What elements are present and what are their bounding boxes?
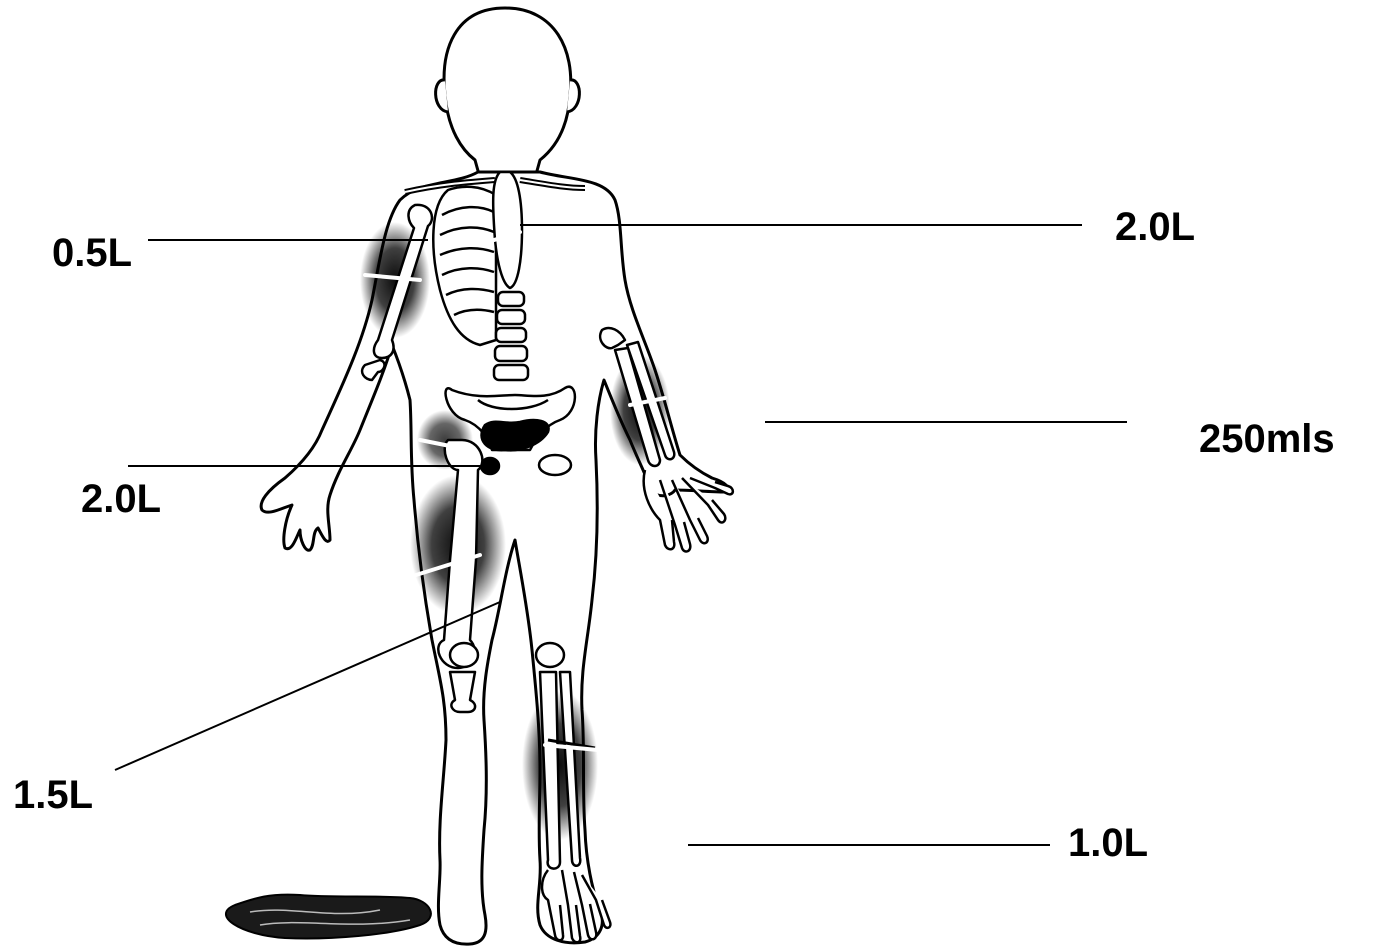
left-patella: [450, 643, 478, 667]
blood-pool: [226, 895, 431, 939]
pelvis-blood-loss-label: 2.0L: [81, 479, 161, 519]
femur-blood-loss-label: 1.5L: [13, 775, 93, 815]
tibia-blood-loss-label: 1.0L: [1068, 823, 1148, 863]
head: [444, 8, 571, 178]
humerus-blood-loss-label: 0.5L: [52, 233, 132, 273]
forearm-blood-loss-label: 250mls: [1199, 419, 1335, 459]
left-tibia: [450, 672, 475, 712]
chest-blood-loss-label: 2.0L: [1115, 207, 1195, 247]
right-patella: [536, 643, 564, 667]
body-outline: [261, 8, 728, 944]
spine: [494, 292, 528, 380]
